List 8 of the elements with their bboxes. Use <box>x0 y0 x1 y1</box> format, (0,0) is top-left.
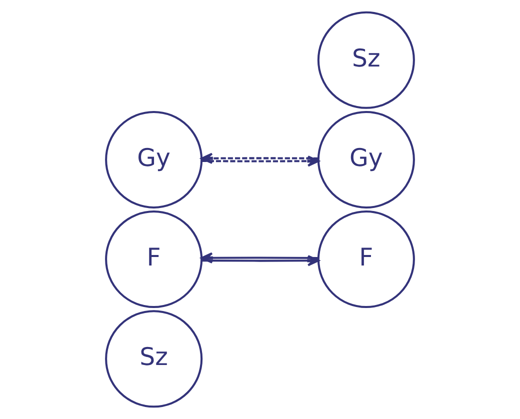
arrow <box>200 252 318 264</box>
node-circle: Sz <box>105 310 203 408</box>
node-circle: Gy <box>105 110 203 208</box>
node-circle: Gy <box>317 110 415 208</box>
node-circle: F <box>317 210 415 308</box>
arrow <box>200 152 318 164</box>
node-circle: F <box>105 210 203 308</box>
node-circle: Sz <box>317 11 415 109</box>
